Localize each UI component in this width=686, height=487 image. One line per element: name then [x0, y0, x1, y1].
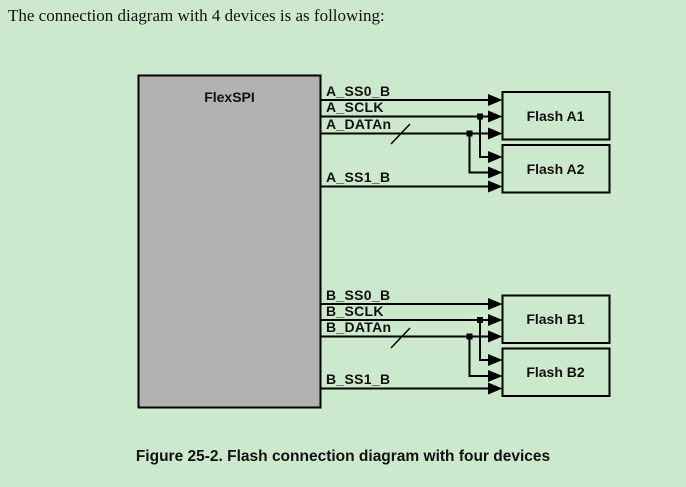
flexspi-box — [137, 74, 322, 409]
bus-slash-b-datan — [390, 327, 411, 349]
signal-label-b-ss0-b: B_SS0_B — [326, 287, 391, 303]
signal-label-a-sclk: A_SCLK — [326, 99, 384, 115]
junction-a-datan — [466, 130, 473, 137]
signal-label-b-datan: B_DATAn — [326, 319, 392, 335]
flash-b2-label: Flash B2 — [526, 364, 585, 380]
junction-b-datan — [466, 333, 473, 340]
arrow-b2-datan — [488, 370, 503, 382]
flash-b2-box — [501, 347, 611, 397]
flash-b1-box — [501, 294, 611, 344]
signal-label-a-ss1-b: A_SS1_B — [326, 169, 391, 185]
arrow-b1-datan — [488, 330, 503, 343]
wire-a-sclk-branch — [479, 116, 488, 158]
wire-b-sclk-branch — [479, 320, 488, 361]
flash-b1-label: Flash B1 — [526, 311, 585, 327]
arrow-b1-ss0 — [488, 298, 503, 310]
arrow-a2-sclk — [488, 151, 503, 163]
figure-caption: Figure 25-2. Flash connection diagram wi… — [135, 448, 551, 465]
flexspi-label: FlexSPI — [204, 89, 255, 105]
junction-a-sclk — [477, 113, 483, 120]
signal-label-a-ss0-b: A_SS0_B — [326, 83, 391, 99]
arrow-b2-ss1 — [488, 382, 503, 395]
page-title: The connection diagram with 4 devices is… — [8, 6, 385, 25]
signal-label-b-sclk: B_SCLK — [326, 303, 384, 319]
arrow-b1-sclk — [488, 314, 503, 326]
bus-slash-a-datan — [390, 123, 411, 145]
arrow-a1-sclk — [488, 110, 503, 123]
arrow-a2-ss1 — [488, 180, 503, 193]
flash-a2-label: Flash A2 — [526, 161, 585, 177]
wire-a-datan-branch — [468, 133, 488, 174]
signal-label-b-ss1-b: B_SS1_B — [326, 371, 391, 387]
wire-b-datan-branch — [468, 336, 488, 377]
junction-b-sclk — [477, 317, 483, 323]
arrow-a2-datan — [488, 166, 503, 179]
arrow-a1-datan — [488, 127, 503, 140]
flash-a1-box — [501, 91, 611, 141]
flash-a1-label: Flash A1 — [526, 108, 585, 124]
flash-a2-box — [501, 144, 611, 194]
arrow-a1-ss0 — [488, 94, 503, 106]
arrow-b2-sclk — [488, 354, 503, 366]
signal-label-a-datan: A_DATAn — [326, 116, 392, 132]
